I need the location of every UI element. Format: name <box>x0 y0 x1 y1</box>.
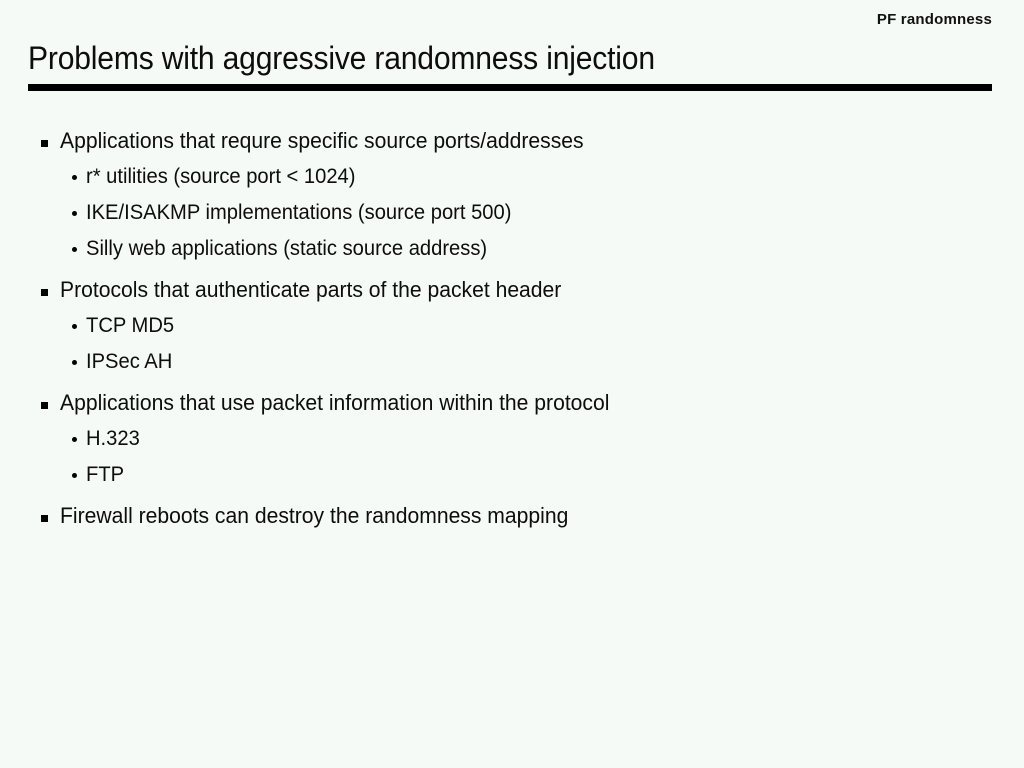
dot-bullet-icon <box>72 360 77 365</box>
dot-bullet-icon <box>72 175 77 180</box>
sub-bullet-text: r* utilities (source port < 1024) <box>86 165 356 188</box>
dot-bullet-icon <box>72 211 77 216</box>
bullet-text: Applications that use packet information… <box>60 390 610 415</box>
slide-body: Applications that requre specific source… <box>0 118 1024 534</box>
bullet-item: Applications that requre specific source… <box>0 123 1024 159</box>
sub-bullet-text: H.323 <box>86 427 140 450</box>
bullet-item: Firewall reboots can destroy the randomn… <box>0 498 1024 534</box>
dot-bullet-icon <box>72 324 77 329</box>
sub-bullet-item: Silly web applications (static source ad… <box>0 231 1024 267</box>
page-title: Problems with aggressive randomness inje… <box>28 40 655 76</box>
sub-bullet-item: r* utilities (source port < 1024) <box>0 159 1024 195</box>
sub-bullet-text: FTP <box>86 463 125 486</box>
dot-bullet-icon <box>72 437 77 442</box>
dot-bullet-icon <box>72 247 77 252</box>
dot-bullet-icon <box>72 473 77 478</box>
sub-bullet-list: r* utilities (source port < 1024) IKE/ISA… <box>0 159 1024 267</box>
bullet-list: Applications that requre specific source… <box>0 123 1024 534</box>
square-bullet-icon <box>41 289 48 296</box>
sub-bullet-item: TCP MD5 <box>0 308 1024 344</box>
sub-bullet-text: IKE/ISAKMP implementations (source port … <box>86 201 512 224</box>
square-bullet-icon <box>41 515 48 522</box>
square-bullet-icon <box>41 402 48 409</box>
bullet-item: Protocols that authenticate parts of the… <box>0 272 1024 308</box>
sub-bullet-item: IKE/ISAKMP implementations (source port … <box>0 195 1024 231</box>
sub-bullet-item: FTP <box>0 457 1024 493</box>
square-bullet-icon <box>41 140 48 147</box>
sub-bullet-text: TCP MD5 <box>86 314 175 337</box>
bullet-text: Protocols that authenticate parts of the… <box>60 277 562 302</box>
title-divider <box>28 84 992 91</box>
sub-bullet-item: IPSec AH <box>0 344 1024 380</box>
sub-bullet-text: IPSec AH <box>86 350 173 373</box>
sub-bullet-group: r* utilities (source port < 1024) IKE/ISA… <box>0 159 1024 267</box>
bullet-text: Firewall reboots can destroy the randomn… <box>60 503 569 528</box>
sub-bullet-item: H.323 <box>0 421 1024 457</box>
running-header: PF randomness <box>876 11 992 28</box>
bullet-item: Applications that use packet information… <box>0 385 1024 421</box>
bullet-text: Applications that requre specific source… <box>60 128 584 153</box>
sub-bullet-text: Silly web applications (static source ad… <box>86 237 488 260</box>
